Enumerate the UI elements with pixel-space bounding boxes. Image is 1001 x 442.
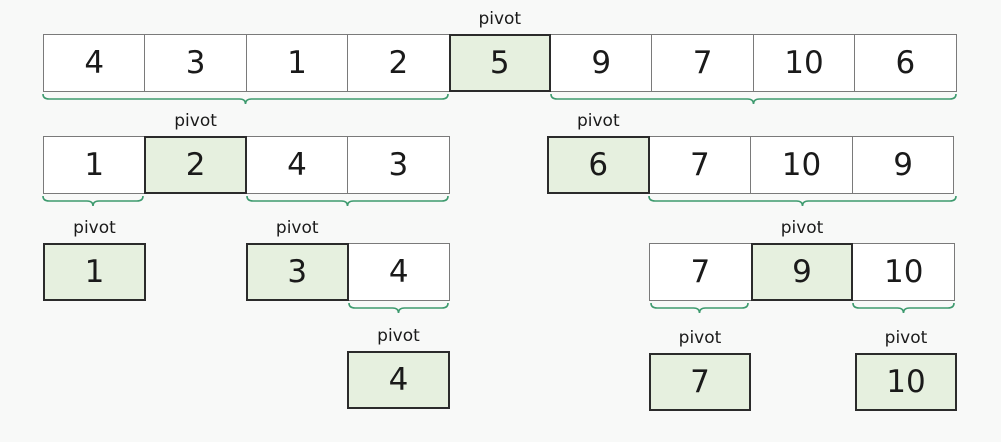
array-cell: 4 (43, 34, 146, 92)
partition-brace (246, 195, 449, 207)
pivot-label: pivot (275, 218, 319, 238)
pivot-cell: 2 (144, 136, 247, 194)
array-cell: 1 (245, 34, 349, 92)
array-cell: 10 (752, 34, 856, 92)
pivot-label: pivot (73, 218, 116, 238)
pivot-label: pivot (678, 328, 722, 348)
pivot-label: pivot (377, 326, 420, 346)
pivot-cell: 4 (347, 351, 450, 409)
pivot-label: pivot (478, 9, 522, 29)
array-cell: 4 (245, 136, 349, 194)
partition-brace (550, 93, 957, 105)
pivot-label: pivot (174, 111, 217, 131)
array-cell: 10 (852, 243, 956, 301)
pivot-cell: 10 (855, 353, 957, 411)
pivot-cell: 5 (448, 34, 551, 92)
partition-brace (650, 302, 749, 314)
partition-brace (648, 195, 957, 207)
array-cell: 2 (347, 34, 450, 92)
array-cell: 9 (851, 136, 955, 194)
array-cell: 6 (854, 34, 957, 92)
array-cell: 3 (144, 34, 247, 92)
pivot-cell: 1 (43, 243, 146, 301)
pivot-cell: 3 (246, 243, 349, 301)
array-cell: 9 (550, 34, 653, 92)
partition-brace (42, 93, 449, 105)
partition-brace (348, 302, 449, 314)
pivot-label: pivot (780, 218, 824, 238)
array-cell: 7 (649, 243, 752, 301)
pivot-cell: 7 (649, 353, 751, 411)
pivot-cell: 6 (547, 136, 650, 194)
array-cell: 7 (648, 136, 752, 194)
array-cell: 7 (651, 34, 754, 92)
array-cell: 4 (347, 243, 450, 301)
pivot-cell: 9 (750, 243, 854, 301)
array-cell: 3 (347, 136, 450, 194)
pivot-label: pivot (884, 328, 928, 348)
partition-brace (852, 302, 955, 314)
pivot-label: pivot (576, 111, 620, 131)
array-cell: 1 (43, 136, 146, 194)
partition-brace (42, 195, 144, 207)
array-cell: 10 (750, 136, 853, 194)
